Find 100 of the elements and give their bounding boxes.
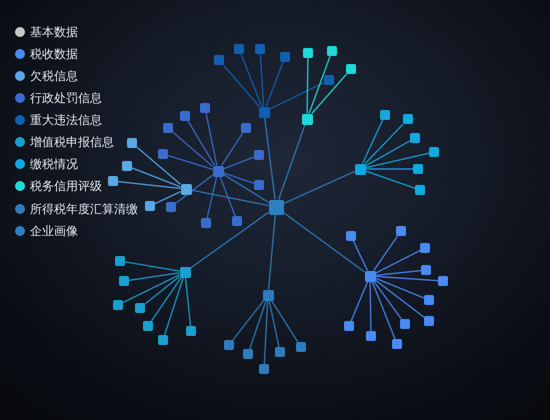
connector-line <box>350 281 368 322</box>
square-node <box>424 295 434 305</box>
legend-label: 缴税情况 <box>30 157 78 172</box>
square-node <box>158 149 168 159</box>
connector-line <box>283 212 365 273</box>
connector-line <box>264 117 276 200</box>
square-node <box>254 150 264 160</box>
square-node <box>135 303 145 313</box>
square-node <box>119 276 129 286</box>
connector-line <box>372 281 396 340</box>
connector-line <box>118 180 181 190</box>
connector-line <box>268 300 280 348</box>
connector-line <box>365 170 416 189</box>
connector-line <box>365 140 410 166</box>
connector-line <box>132 167 181 188</box>
connector-line <box>240 54 262 107</box>
connector-line <box>190 212 269 269</box>
connector-line <box>168 154 213 170</box>
connector-line <box>375 250 420 274</box>
square-node <box>268 200 284 214</box>
square-node <box>143 321 153 331</box>
square-node <box>366 331 376 341</box>
connector-line <box>352 240 368 271</box>
square-node <box>200 103 210 113</box>
square-node <box>396 226 406 236</box>
legend-label: 税收数据 <box>30 46 78 61</box>
connector-line <box>221 132 244 166</box>
connector-line <box>128 272 180 281</box>
connector-line <box>265 62 284 107</box>
square-node <box>180 266 190 278</box>
legend-label: 行政处罚信息 <box>30 91 102 105</box>
square-node <box>403 114 413 124</box>
legend-label: 税务信用评级 <box>30 179 102 194</box>
connector-line <box>365 152 430 168</box>
square-node <box>296 342 306 352</box>
legend-label: 企业画像 <box>30 224 78 238</box>
connector-line <box>270 300 298 342</box>
square-node <box>259 364 269 374</box>
square-node <box>180 184 192 194</box>
connector-line <box>373 281 402 320</box>
square-node <box>420 243 430 253</box>
square-node <box>410 133 420 143</box>
connector-line <box>264 300 268 364</box>
square-node <box>421 265 431 275</box>
legend-label: 重大违法信息 <box>30 113 102 128</box>
square-node <box>122 161 132 171</box>
square-node <box>186 326 196 336</box>
legend-label: 所得税年度汇算清缴 <box>30 202 138 216</box>
square-node <box>327 46 337 56</box>
square-node <box>258 106 270 118</box>
square-node <box>354 164 366 174</box>
connector-line <box>362 120 384 164</box>
connector-line <box>223 174 269 203</box>
square-node <box>346 64 356 74</box>
connector-line <box>223 172 254 184</box>
square-node <box>302 114 312 124</box>
connector-line <box>232 300 264 340</box>
connector-line <box>187 120 216 166</box>
legend-label: 增值税申报信息 <box>30 135 114 150</box>
square-node <box>201 218 211 228</box>
connector-line <box>375 270 422 276</box>
connector-line <box>172 132 213 167</box>
square-node <box>212 166 224 176</box>
connector-line <box>278 124 306 200</box>
square-node <box>324 75 334 85</box>
square-node <box>163 123 173 133</box>
legend-label: 欠税信息 <box>30 68 78 83</box>
connector-line <box>311 74 348 114</box>
square-node <box>262 290 274 300</box>
square-node <box>438 276 448 286</box>
connector-line <box>206 176 218 218</box>
square-node <box>415 185 425 195</box>
connector-line <box>154 190 181 204</box>
square-node <box>280 52 290 62</box>
square-node <box>413 164 423 174</box>
connector-line <box>184 277 192 326</box>
square-node <box>180 111 190 121</box>
connector-line <box>176 174 213 204</box>
connector-line <box>219 176 236 216</box>
square-node <box>400 319 410 329</box>
square-node <box>303 48 313 58</box>
square-node <box>424 316 434 326</box>
square-node <box>344 321 354 331</box>
connector-line <box>191 189 269 206</box>
connector-line <box>375 280 424 318</box>
connector-line <box>373 236 398 271</box>
square-node <box>234 44 244 54</box>
square-node <box>346 231 356 241</box>
square-node <box>364 270 376 282</box>
square-node <box>108 176 118 186</box>
square-node <box>380 110 390 120</box>
square-node <box>127 138 137 148</box>
connector-line <box>308 56 331 114</box>
connector-line <box>306 58 309 114</box>
connector-line <box>124 261 180 272</box>
connector-line <box>223 156 254 170</box>
connector-line <box>283 170 355 204</box>
square-node <box>243 349 253 359</box>
connector-line <box>144 276 180 305</box>
connector-line <box>205 112 218 166</box>
